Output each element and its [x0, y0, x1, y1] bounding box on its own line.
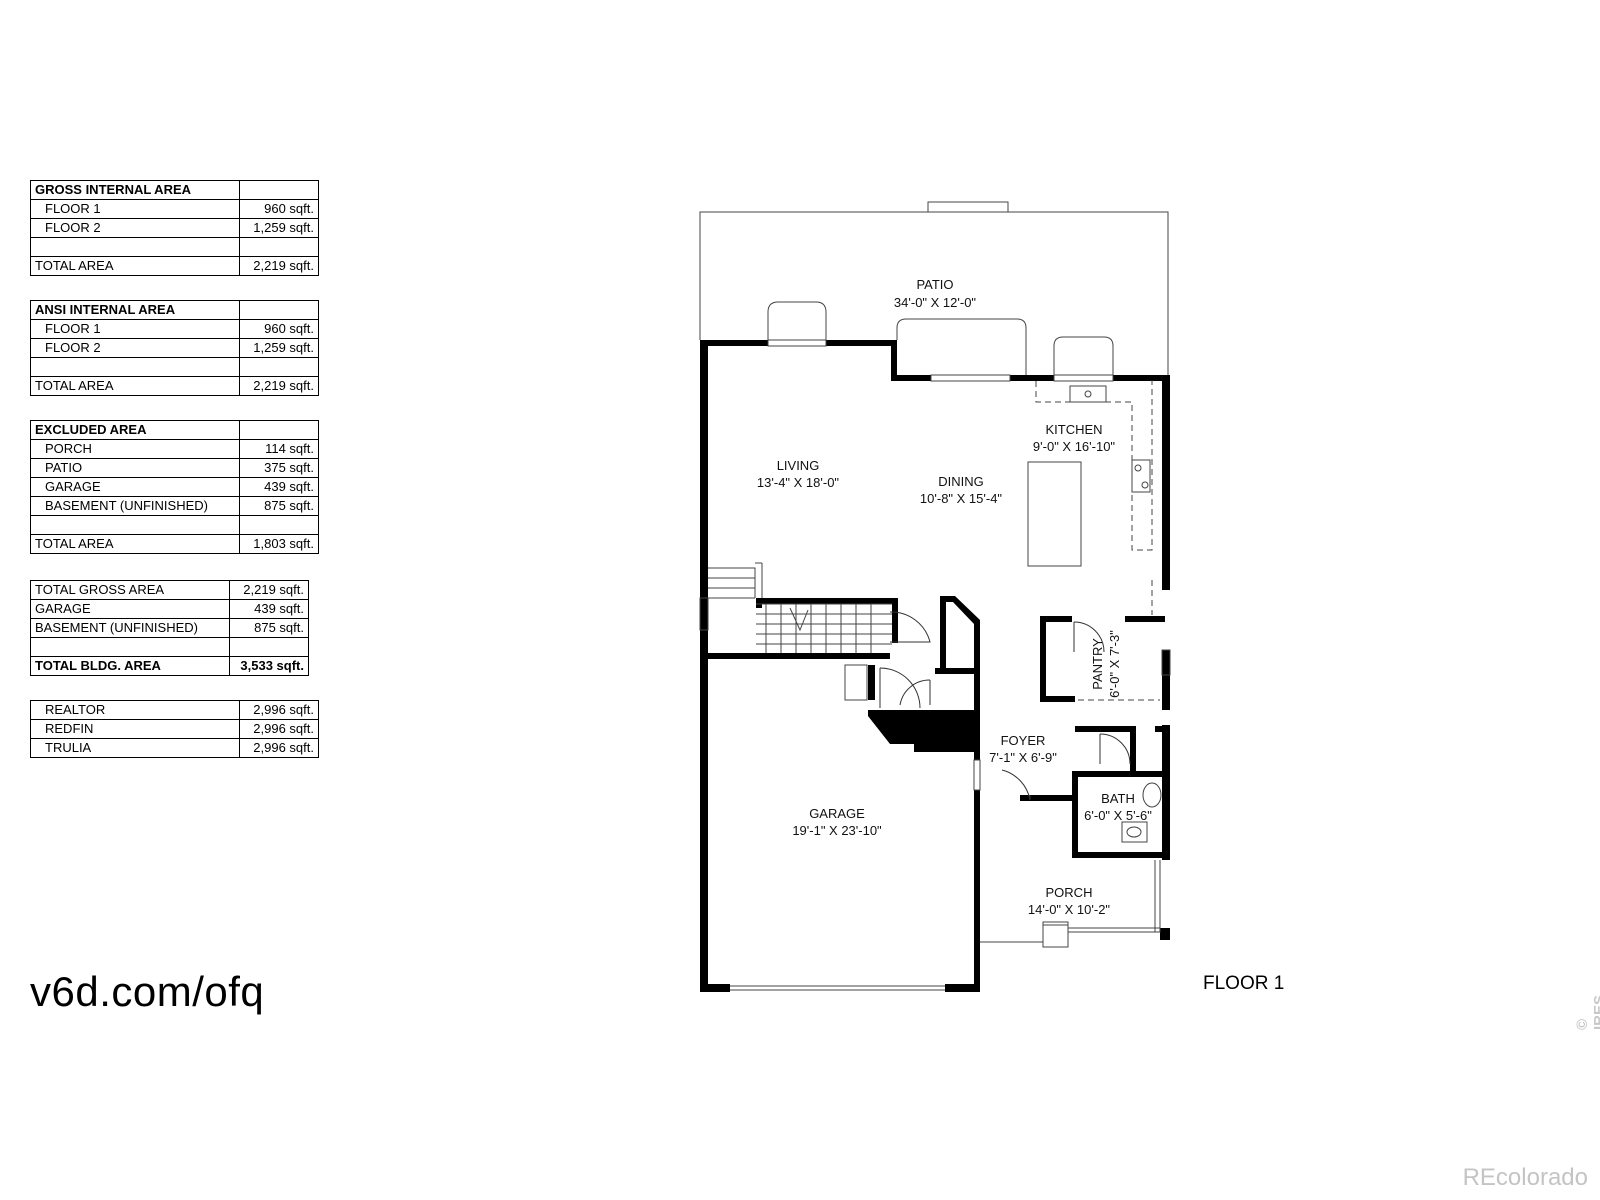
table-total-value: 3,533 sqft.	[229, 656, 309, 676]
room-size-living: 13'-4" X 18'-0"	[757, 475, 840, 490]
table-total-value: 1,803 sqft.	[239, 534, 319, 554]
garage-door	[730, 985, 945, 991]
table-row-label: FLOOR 1	[30, 319, 240, 339]
room-name-patio: PATIO	[916, 277, 953, 292]
table-row-value: 375 sqft.	[239, 458, 319, 478]
walls	[700, 340, 1170, 992]
table-row-value: 2,996 sqft.	[239, 719, 319, 739]
bay-window	[1053, 336, 1114, 375]
recolorado-watermark: REcolorado	[1462, 1164, 1588, 1191]
garage-utility-box	[844, 664, 868, 701]
table-row-value: 960 sqft.	[239, 319, 319, 339]
floor-label: FLOOR 1	[1203, 973, 1285, 994]
bay-window	[896, 318, 1027, 375]
kitchen-island	[1027, 461, 1082, 567]
room-name-living: LIVING	[777, 458, 820, 473]
patio-outline	[699, 201, 1169, 375]
kitchen-fixtures	[1027, 380, 1160, 701]
room-size-foyer: 7'-1" X 6'-9"	[989, 750, 1057, 765]
ires-watermark: © IRES	[1574, 994, 1600, 1030]
table-row-value: 1,259 sqft.	[239, 218, 319, 238]
room-size-pantry: 6'-0" X 7'-3"	[1107, 630, 1122, 698]
table-row-value: 875 sqft.	[239, 496, 319, 516]
tour-url: v6d.com/ofq	[30, 968, 265, 1015]
room-name-garage: GARAGE	[809, 806, 865, 821]
table-row-label: TOTAL GROSS AREA	[30, 580, 230, 600]
table-row-label: TRULIA	[30, 738, 240, 758]
room-name-bath: BATH	[1101, 791, 1135, 806]
room-name-dining: DINING	[938, 474, 984, 489]
table-row-value: 875 sqft.	[229, 618, 309, 638]
table-total-label: TOTAL BLDG. AREA	[30, 656, 230, 676]
room-size-patio: 34'-0" X 12'-0"	[894, 295, 977, 310]
doors	[879, 611, 1131, 801]
room-size-porch: 14'-0" X 10'-2"	[1028, 902, 1111, 917]
table-total-value: 2,219 sqft.	[239, 376, 319, 396]
room-name-kitchen: KITCHEN	[1045, 422, 1102, 437]
table-row-value: 114 sqft.	[239, 439, 319, 459]
room-name-porch: PORCH	[1046, 885, 1093, 900]
room-name-pantry: PANTRY	[1090, 638, 1105, 690]
room-size-bath: 6'-0" X 5'-6"	[1084, 808, 1152, 823]
table-row-value: 2,996 sqft.	[239, 738, 319, 758]
bay-window	[767, 301, 827, 340]
porch-outline	[980, 860, 1161, 948]
table-title: ANSI INTERNAL AREA	[30, 300, 240, 320]
room-size-dining: 10'-8" X 15'-4"	[920, 491, 1003, 506]
bath-fixtures	[1121, 782, 1162, 843]
table-total-value: 2,219 sqft.	[239, 256, 319, 276]
table-total-label: TOTAL AREA	[30, 256, 240, 276]
room-name-foyer: FOYER	[1001, 733, 1046, 748]
table-row-value: 2,219 sqft.	[229, 580, 309, 600]
room-size-garage: 19'-1" X 23'-10"	[792, 823, 882, 838]
windows	[699, 339, 1171, 791]
table-row-label: GARAGE	[30, 477, 240, 497]
room-size-kitchen: 9'-0" X 16'-10"	[1033, 439, 1116, 454]
stairs	[708, 562, 892, 653]
table-total-label: TOTAL AREA	[30, 534, 240, 554]
